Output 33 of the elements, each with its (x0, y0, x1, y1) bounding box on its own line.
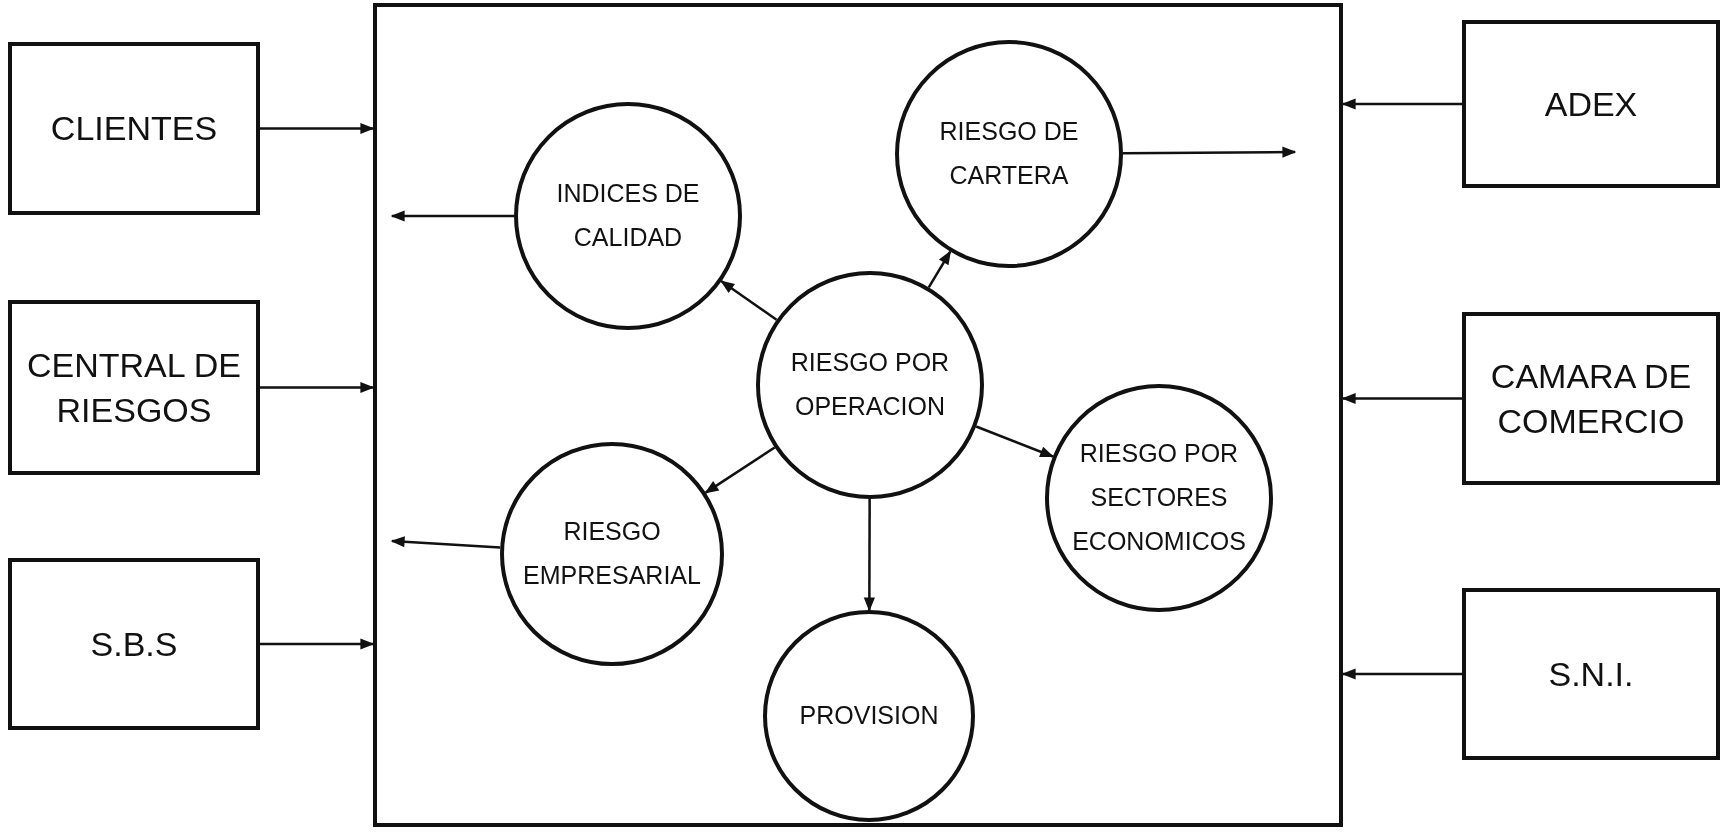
circle-label: PROVISION (798, 700, 940, 732)
box-label: S.B.S (89, 623, 179, 665)
arrow (720, 280, 778, 321)
box-label: S.N.I. (1547, 653, 1635, 695)
arrow (260, 381, 375, 394)
circle-label: INDICES DE CALIDAD (555, 178, 701, 253)
box-label: CAMARA DE COMERCIO (1489, 356, 1693, 442)
arrow (704, 446, 776, 494)
entity-box (1462, 312, 1720, 485)
system-boundary-box (373, 3, 1343, 827)
arrow (1341, 392, 1462, 405)
arrow (260, 638, 375, 650)
arrow (260, 122, 375, 135)
entity-box (8, 300, 260, 475)
box-label: CENTRAL DE RIESGOS (25, 345, 243, 431)
arrow (1341, 668, 1462, 680)
arrow (390, 536, 501, 549)
entity-box (8, 558, 260, 730)
box-label: CLIENTES (49, 108, 219, 150)
circle-label: RIESGO POR OPERACION (789, 347, 951, 422)
arrow (927, 250, 952, 288)
arrow (1341, 98, 1462, 110)
entity-box (1462, 588, 1720, 760)
arrow (1123, 146, 1297, 158)
arrow (390, 210, 514, 222)
arrow (975, 425, 1055, 458)
circle-label: RIESGO DE CARTERA (938, 116, 1080, 191)
circle-label: RIESGO EMPRESARIAL (522, 516, 702, 591)
box-label: ADEX (1543, 83, 1639, 125)
entity-box (1462, 20, 1720, 188)
circle-label: RIESGO POR SECTORES ECONOMICOS (1071, 438, 1247, 557)
entity-box (8, 42, 260, 215)
arrow (863, 499, 875, 612)
